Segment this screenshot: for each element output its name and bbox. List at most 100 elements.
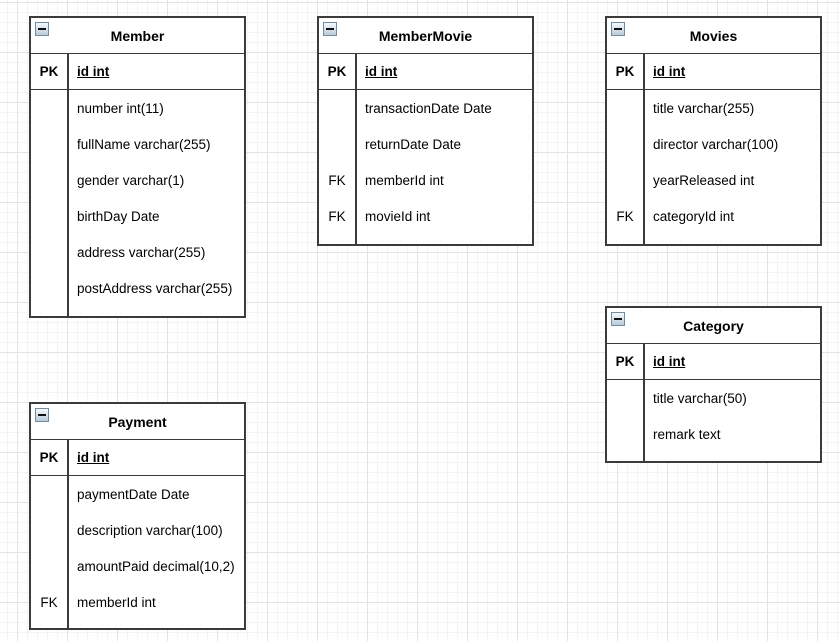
minus-icon (38, 414, 46, 416)
key-cell (607, 126, 643, 162)
table-row[interactable]: title varchar(255) (607, 90, 820, 126)
minus-icon (614, 28, 622, 30)
collapse-button[interactable] (35, 408, 49, 422)
table-body: PK id int number int(11) fullName varcha… (31, 54, 244, 316)
table-row[interactable]: amountPaid decimal(10,2) (31, 548, 244, 584)
table-row[interactable]: postAddress varchar(255) (31, 270, 244, 306)
table-title: MemberMovie (378, 27, 473, 44)
key-cell (607, 90, 643, 126)
table-title: Movies (689, 27, 738, 44)
key-cell (607, 380, 643, 416)
collapse-button[interactable] (611, 312, 625, 326)
field-cell: memberId int (365, 172, 444, 188)
er-table-payment[interactable]: Payment PK id int paymentDate Date descr… (29, 402, 246, 630)
table-row[interactable]: FK movieId int (319, 198, 532, 234)
field-cell: transactionDate Date (365, 100, 492, 116)
table-title: Payment (108, 413, 167, 430)
table-row[interactable]: PK id int (607, 344, 820, 380)
table-title: Member (110, 27, 165, 44)
field-cell: categoryId int (653, 208, 735, 224)
table-row[interactable]: transactionDate Date (319, 90, 532, 126)
field-cell: postAddress varchar(255) (77, 280, 233, 296)
table-header: Category (607, 308, 820, 344)
key-cell: FK (328, 208, 346, 224)
field-cell: returnDate Date (365, 136, 462, 152)
key-cell (31, 512, 67, 548)
field-cell: fullName varchar(255) (77, 136, 211, 152)
field-cell: memberId int (77, 594, 156, 610)
field-cell: id int (653, 64, 686, 79)
table-row[interactable]: FK categoryId int (607, 198, 820, 234)
key-cell (31, 162, 67, 198)
er-table-category[interactable]: Category PK id int title varchar(50) rem… (605, 306, 822, 463)
table-row[interactable]: returnDate Date (319, 126, 532, 162)
table-row[interactable]: number int(11) (31, 90, 244, 126)
field-cell: director varchar(100) (653, 136, 779, 152)
field-cell: address varchar(255) (77, 244, 206, 260)
table-row[interactable]: PK id int (31, 54, 244, 90)
collapse-button[interactable] (611, 22, 625, 36)
key-cell (31, 234, 67, 270)
minus-icon (614, 318, 622, 320)
table-row[interactable]: yearReleased int (607, 162, 820, 198)
table-body: PK id int paymentDate Date description v… (31, 440, 244, 628)
table-row[interactable]: FK memberId int (31, 584, 244, 620)
key-cell: PK (615, 64, 635, 79)
key-cell (31, 476, 67, 512)
key-cell: PK (39, 64, 59, 79)
field-cell: id int (365, 64, 398, 79)
key-cell (319, 126, 355, 162)
table-row[interactable]: FK memberId int (319, 162, 532, 198)
table-row[interactable]: PK id int (31, 440, 244, 476)
field-cell: yearReleased int (653, 172, 755, 188)
key-cell (607, 416, 643, 452)
field-cell: id int (77, 64, 110, 79)
table-row[interactable]: title varchar(50) (607, 380, 820, 416)
table-row[interactable]: gender varchar(1) (31, 162, 244, 198)
key-cell (31, 270, 67, 306)
table-body: PK id int title varchar(255) director va… (607, 54, 820, 244)
field-cell: id int (77, 450, 110, 465)
field-cell: movieId int (365, 208, 431, 224)
field-cell: description varchar(100) (77, 522, 223, 538)
table-body: PK id int title varchar(50) remark text (607, 344, 820, 461)
key-cell: PK (615, 354, 635, 369)
collapse-button[interactable] (323, 22, 337, 36)
key-cell (31, 126, 67, 162)
er-table-membermovie[interactable]: MemberMovie PK id int transactionDate Da… (317, 16, 534, 246)
key-cell (319, 90, 355, 126)
er-table-movies[interactable]: Movies PK id int title varchar(255) dire… (605, 16, 822, 246)
key-cell: FK (328, 172, 346, 188)
field-cell: number int(11) (77, 100, 164, 116)
field-cell: birthDay Date (77, 208, 160, 224)
table-header: Member (31, 18, 244, 54)
table-row[interactable]: address varchar(255) (31, 234, 244, 270)
table-row[interactable]: paymentDate Date (31, 476, 244, 512)
key-cell (31, 198, 67, 234)
field-cell: paymentDate Date (77, 486, 190, 502)
field-cell: amountPaid decimal(10,2) (77, 558, 235, 574)
field-cell: remark text (653, 426, 721, 442)
table-body: PK id int transactionDate Date returnDat… (319, 54, 532, 244)
table-header: Payment (31, 404, 244, 440)
key-cell (31, 548, 67, 584)
table-row[interactable]: director varchar(100) (607, 126, 820, 162)
key-cell: PK (327, 64, 347, 79)
er-table-member[interactable]: Member PK id int number int(11) fullName… (29, 16, 246, 318)
field-cell: title varchar(50) (653, 390, 747, 406)
collapse-button[interactable] (35, 22, 49, 36)
field-cell: id int (653, 354, 686, 369)
table-row[interactable]: fullName varchar(255) (31, 126, 244, 162)
table-row[interactable]: birthDay Date (31, 198, 244, 234)
table-header: Movies (607, 18, 820, 54)
table-row[interactable]: description varchar(100) (31, 512, 244, 548)
key-cell: FK (616, 208, 634, 224)
table-row[interactable]: PK id int (319, 54, 532, 90)
minus-icon (38, 28, 46, 30)
table-row[interactable]: remark text (607, 416, 820, 452)
key-cell: PK (39, 450, 59, 465)
table-row[interactable]: PK id int (607, 54, 820, 90)
key-cell: FK (40, 594, 58, 610)
key-cell (31, 90, 67, 126)
